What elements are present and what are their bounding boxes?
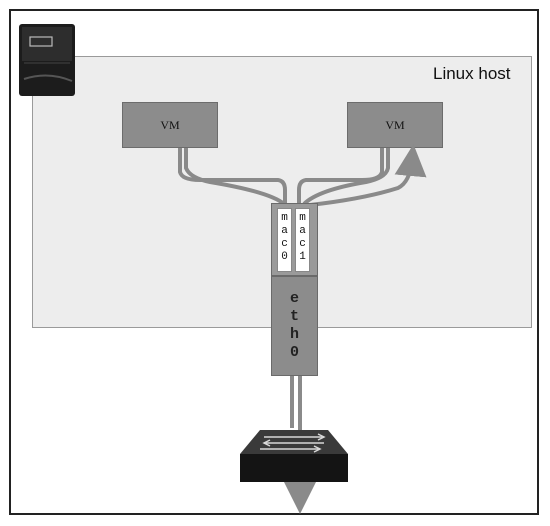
mac1-char: m (299, 212, 306, 224)
server-icon (19, 24, 75, 96)
link-vm-right-arrow (299, 144, 427, 208)
linux-host-label: Linux host (433, 64, 511, 83)
link-vm-left-1 (178, 148, 287, 204)
eth0-char: h (289, 326, 299, 343)
mac0-label: m a c 0 (277, 212, 292, 264)
vm-right-label: VM (385, 117, 405, 132)
mac1-char: 1 (299, 251, 306, 263)
mac0-char: a (281, 225, 288, 237)
eth0-interface (271, 276, 318, 376)
link-vm-right-2 (302, 148, 390, 206)
mac0-box (277, 208, 292, 272)
mac1-box (295, 208, 310, 272)
eth0-char: t (289, 308, 299, 325)
mac0-char: 0 (281, 251, 288, 263)
mac0-char: c (281, 238, 288, 250)
mac1-char: c (299, 238, 306, 250)
link-vm-left-2 (184, 148, 286, 206)
mac0-char: m (281, 212, 288, 224)
eth0-label: e t h 0 (271, 290, 318, 362)
eth0-char: e (289, 290, 299, 307)
eth0-char: 0 (289, 344, 299, 361)
mac1-char: a (299, 225, 306, 237)
vm-left-label: VM (160, 117, 180, 132)
vm-left: VM (122, 102, 218, 148)
network-switch-icon (240, 430, 348, 482)
vm-right: VM (347, 102, 443, 148)
mac1-label: m a c 1 (295, 212, 310, 264)
